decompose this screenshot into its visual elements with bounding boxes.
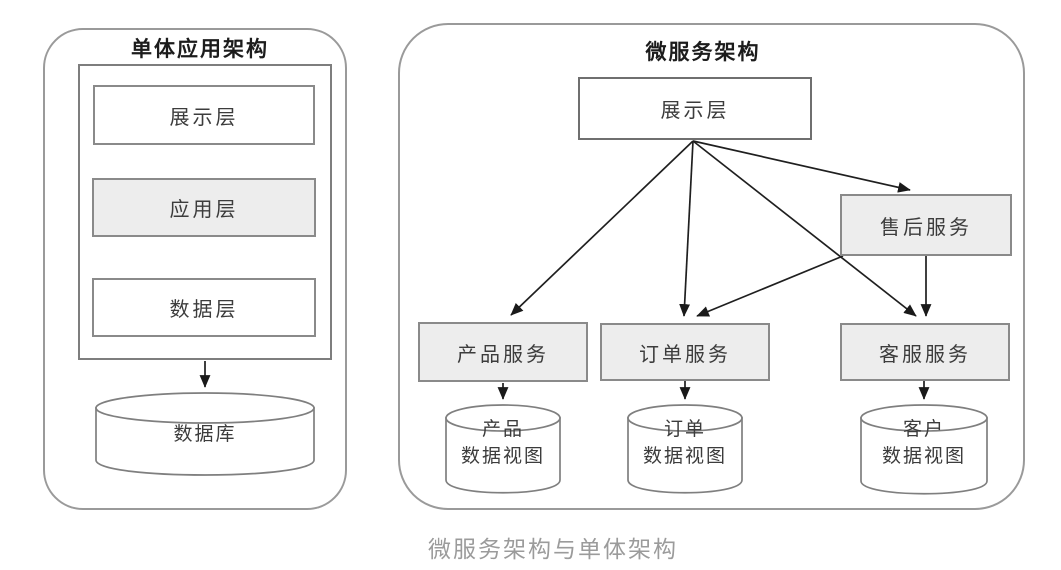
node-order-dataview-label: 订单 数据视图 xyxy=(627,412,743,474)
monolith-inner-frame xyxy=(78,64,332,360)
microservices-panel xyxy=(398,23,1025,510)
node-product-dataview-label: 产品 数据视图 xyxy=(445,412,561,474)
customer-dataview-line1: 客户 xyxy=(902,419,945,440)
node-monolith-data-layer: 数据层 xyxy=(92,278,316,337)
microservices-panel-title: 微服务架构 xyxy=(645,41,761,64)
monolith-panel-title: 单体应用架构 xyxy=(131,38,269,61)
node-monolith-application-layer: 应用层 xyxy=(92,178,316,237)
order-dataview-line1: 订单 xyxy=(663,419,706,440)
node-order-service: 订单服务 xyxy=(600,323,770,381)
node-customer-dataview-label: 客户 数据视图 xyxy=(860,412,988,474)
figure-caption: 微服务架构与单体架构 xyxy=(428,536,678,562)
node-monolith-presentation-layer: 展示层 xyxy=(93,85,315,145)
product-dataview-line2: 数据视图 xyxy=(460,446,545,467)
customer-dataview-line2: 数据视图 xyxy=(881,446,966,467)
node-monolith-database-label: 数据库 xyxy=(173,423,237,445)
order-dataview-line2: 数据视图 xyxy=(642,446,727,467)
node-ms-presentation-layer: 展示层 xyxy=(578,77,812,140)
monolith-panel xyxy=(43,28,347,510)
product-dataview-line1: 产品 xyxy=(481,419,524,440)
node-product-service: 产品服务 xyxy=(418,322,588,382)
node-aftersales-service: 售后服务 xyxy=(840,194,1012,256)
node-customer-service: 客服服务 xyxy=(840,323,1010,381)
